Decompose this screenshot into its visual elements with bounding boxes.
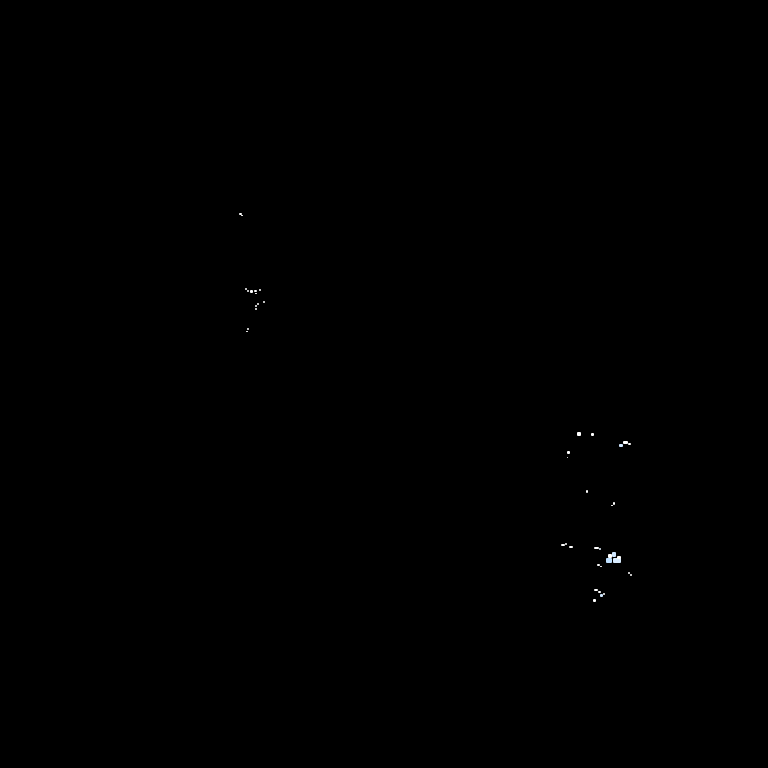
light-speck [245,288,247,290]
light-speck [569,546,573,548]
light-speck [630,574,632,576]
light-speck [606,558,612,563]
light-speck [608,554,612,558]
light-speck [257,303,259,305]
light-speck [255,308,257,310]
light-speck [603,593,605,595]
light-speck [577,432,581,436]
light-speck [254,290,257,292]
light-speck [597,564,600,566]
light-speck [599,548,601,550]
light-speck [255,293,257,294]
light-speck [565,543,567,545]
light-speck [567,457,568,458]
light-speck [594,589,598,591]
light-speck [617,556,621,559]
light-speck [600,594,603,597]
light-speck [255,305,257,307]
light-speck [246,331,248,332]
light-speck [241,215,243,216]
light-speck [259,289,261,291]
light-speck [623,441,628,444]
light-speck [239,213,242,215]
light-speck [594,547,599,549]
light-speck [247,328,249,330]
light-speck [567,451,570,454]
light-speck [613,502,615,505]
light-speck [598,591,601,593]
light-speck [628,443,631,445]
light-speck [628,572,630,574]
light-speck [263,301,265,303]
light-speck [591,433,594,436]
light-speck [586,490,588,493]
light-speck [593,599,596,602]
light-speck [247,290,249,292]
light-speck [619,444,623,447]
light-speck [561,544,565,546]
light-speck [611,505,613,506]
light-speck [613,558,621,563]
light-speck [600,566,602,567]
light-speck [612,552,616,557]
light-speck [250,290,253,293]
